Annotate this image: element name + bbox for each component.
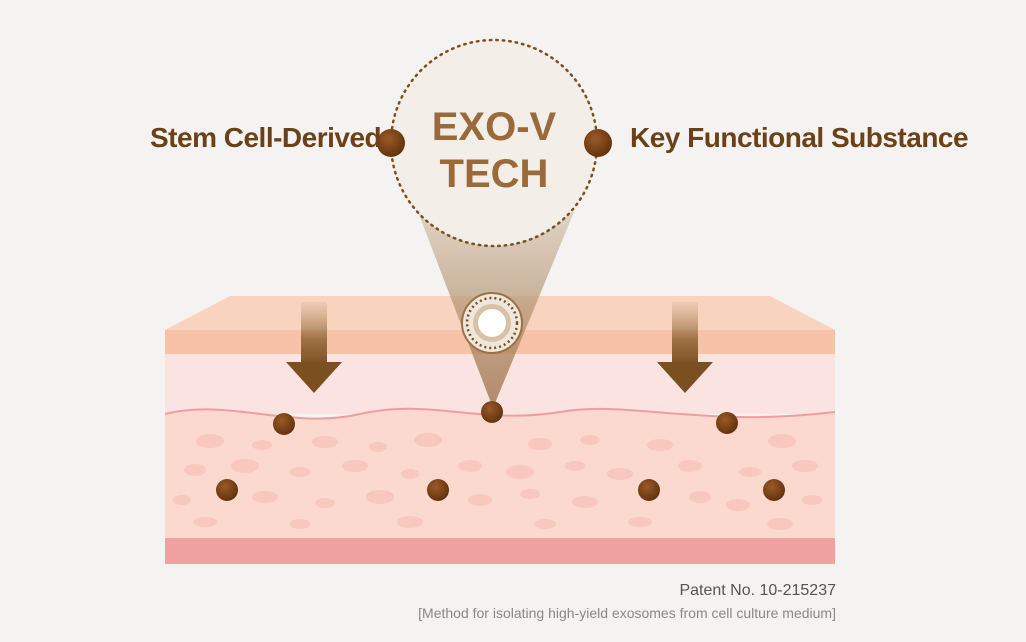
exosome-dot-icon [216, 479, 238, 501]
patent-description: [Method for isolating high-yield exosome… [418, 605, 836, 621]
patent-number: Patent No. 10-215237 [679, 582, 836, 599]
exosome-dot-icon [427, 479, 449, 501]
left-label: Stem Cell-Derived [150, 122, 382, 153]
exosome-dot-icon [273, 413, 295, 435]
arrow-down-icon [657, 302, 713, 393]
exosome-dots [216, 401, 785, 501]
dermis-boundary-line [164, 407, 836, 420]
dermis-cells [173, 433, 822, 530]
exosome-dot-icon [638, 479, 660, 501]
exo-v-tech-circle [391, 40, 597, 246]
exosome-dot-icon [481, 401, 503, 423]
right-label: Key Functional Substance [630, 122, 969, 153]
exosome-dot-icon [716, 412, 738, 434]
exosome-dot-icon [763, 479, 785, 501]
right-exosome-dot-icon [584, 129, 612, 157]
exosome-magnified-icon [461, 292, 523, 354]
center-title-line1: EXO-V [432, 105, 557, 149]
left-exosome-dot-icon [377, 129, 405, 157]
subcutaneous-layer [165, 538, 835, 564]
center-title-line2: TECH [440, 152, 549, 196]
arrow-down-icon [286, 302, 342, 393]
